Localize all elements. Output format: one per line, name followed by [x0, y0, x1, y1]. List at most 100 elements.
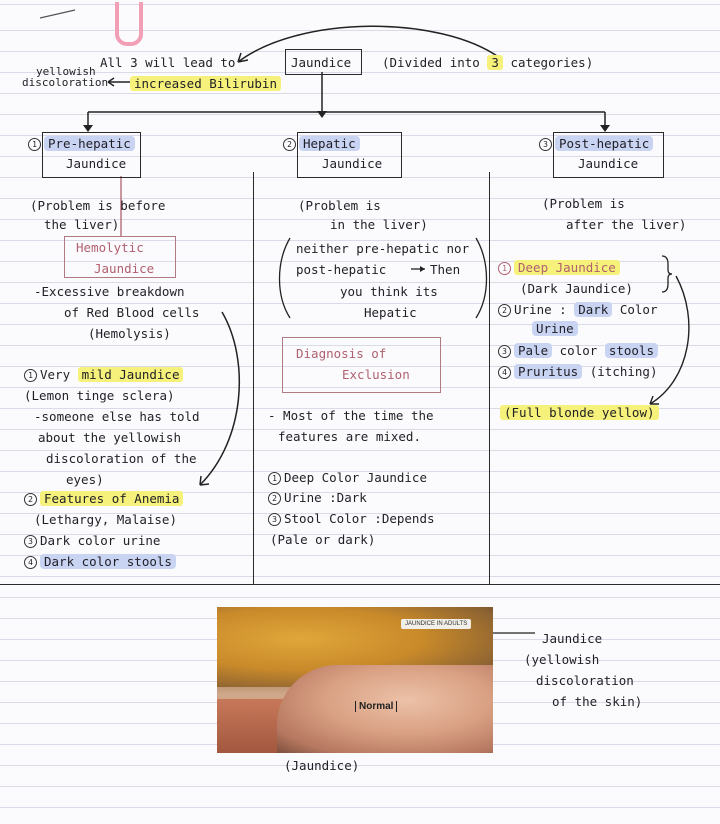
side-l2: (yellowish: [524, 652, 600, 667]
col2-f1-num: 1: [268, 472, 281, 485]
pre-hepatic-title2: Jaundice: [66, 156, 127, 171]
col2-f4: (Pale or dark): [270, 532, 376, 547]
col1-p1g: eyes): [66, 472, 104, 487]
column-divider-1: [253, 172, 254, 584]
divided-text: (Divided into 3 categories): [382, 55, 593, 70]
diagnosis-label2: Exclusion: [342, 367, 410, 382]
col3-q4-num: 4: [498, 366, 511, 379]
col3-q2b: Dark: [574, 302, 613, 317]
col1-p4-num: 4: [24, 556, 37, 569]
diagnosis-label1: Diagnosis of: [296, 346, 387, 361]
hepatic-title2: Jaundice: [322, 156, 383, 171]
divided-post: categories): [510, 55, 594, 70]
col3-q3c: stools: [604, 343, 658, 358]
divided-pre: (Divided into: [382, 55, 480, 70]
col3-problem2: after the liver): [566, 217, 687, 232]
col1-problem1: (Problem is before: [30, 198, 166, 213]
side-l3: discoloration: [536, 673, 634, 688]
col1-p1e: about the yellowish: [38, 430, 181, 445]
hemolytic-label1: Hemolytic: [76, 240, 144, 255]
pre-hepatic-box: [42, 132, 141, 178]
col1-ex1: -Excessive breakdown: [34, 284, 185, 299]
photo-caption: (Jaundice): [284, 758, 360, 773]
col1-p2-num: 2: [24, 493, 37, 506]
paper-clip-icon: [115, 2, 143, 46]
col1-p2b: (Lethargy, Malaise): [34, 512, 177, 527]
col2-n1: neither pre-hepatic nor: [296, 241, 470, 256]
col1-p1d: -someone else has told: [34, 409, 200, 424]
col2-n2a: post-hepatic: [296, 262, 387, 277]
col1-p1a: Very: [40, 367, 71, 382]
col3-q2a: Urine :: [514, 302, 567, 317]
col1-p3-num: 3: [24, 535, 37, 548]
col2-most2: features are mixed.: [278, 429, 421, 444]
col3-q3b: color: [559, 343, 598, 358]
col1-p1f: discoloration of the: [46, 451, 197, 466]
column-divider-2: [489, 172, 490, 584]
post-hepatic-box: [553, 132, 664, 178]
col3-q2d-line: Urine: [532, 321, 578, 336]
bilirubin-highlight: increased Bilirubin: [130, 76, 281, 91]
jaundice-photo: JAUNDICE IN ADULTS Normal: [217, 607, 493, 753]
col1-ex3: (Hemolysis): [88, 326, 171, 341]
col3-q4a: Pruritus: [514, 364, 583, 379]
col2-f2: Urine :Dark: [284, 490, 367, 505]
col3-problem1: (Problem is: [542, 196, 625, 211]
divided-num: 3: [487, 55, 503, 70]
post-hepatic-title2: Jaundice: [578, 156, 639, 171]
col2-n3: you think its: [340, 284, 438, 299]
col1-problem2: the liver): [44, 217, 120, 232]
col3-q2c: Color: [619, 302, 658, 317]
col2-most1: - Most of the time the: [268, 408, 434, 423]
normal-label: Normal: [355, 701, 398, 712]
bilirubin-text: increased Bilirubin: [130, 76, 281, 91]
col2-f1: Deep Color Jaundice: [284, 470, 427, 485]
col2-problem1: (Problem is: [298, 198, 381, 213]
col3-blonde-line: (Full blonde yellow): [500, 405, 659, 420]
col2-f3: Stool Color :Depends: [284, 511, 435, 526]
all3-text: All 3 will lead to: [100, 55, 236, 70]
hemolytic-label2: Jaundice: [94, 261, 155, 276]
col1-p4: Dark color stools: [40, 554, 176, 569]
normal-hand: [277, 665, 493, 753]
col3-q4b: (itching): [589, 364, 658, 379]
post-hepatic-label: Post-hepatic: [555, 136, 654, 151]
col3-q1b: (Dark Jaundice): [520, 281, 633, 296]
col2-problem2: in the liver): [330, 217, 428, 232]
jaundice-title: Jaundice: [291, 55, 352, 70]
col1-p1-num: 1: [24, 369, 37, 382]
col1-p1c: (Lemon tinge sclera): [24, 388, 175, 403]
discoloration-text: discoloration: [22, 76, 109, 89]
hepatic-label: Hepatic: [299, 136, 360, 151]
yellowish-text: yellowish: [36, 65, 96, 78]
col2-n2b: Then: [430, 262, 461, 277]
hemolytic-box: [64, 236, 176, 278]
section-divider: [0, 584, 720, 585]
photo-tag: JAUNDICE IN ADULTS: [401, 619, 472, 629]
side-l1: Jaundice: [542, 631, 603, 646]
col3-q2d: Urine: [532, 321, 578, 336]
hepatic-num: 2: [283, 138, 296, 151]
col1-p1b: mild Jaundice: [77, 367, 184, 382]
hepatic-box: [297, 132, 402, 178]
side-l4: of the skin): [552, 694, 643, 709]
pre-hepatic-label: Pre-hepatic: [44, 136, 135, 151]
col3-q3a: Pale: [514, 343, 553, 358]
col3-blonde: (Full blonde yellow): [500, 405, 659, 420]
col1-p2a: Features of Anemia: [40, 491, 184, 506]
col3-q1-num: 1: [498, 262, 511, 275]
col3-q3-num: 3: [498, 345, 511, 358]
col3-q1: Deep Jaundice: [514, 260, 620, 275]
